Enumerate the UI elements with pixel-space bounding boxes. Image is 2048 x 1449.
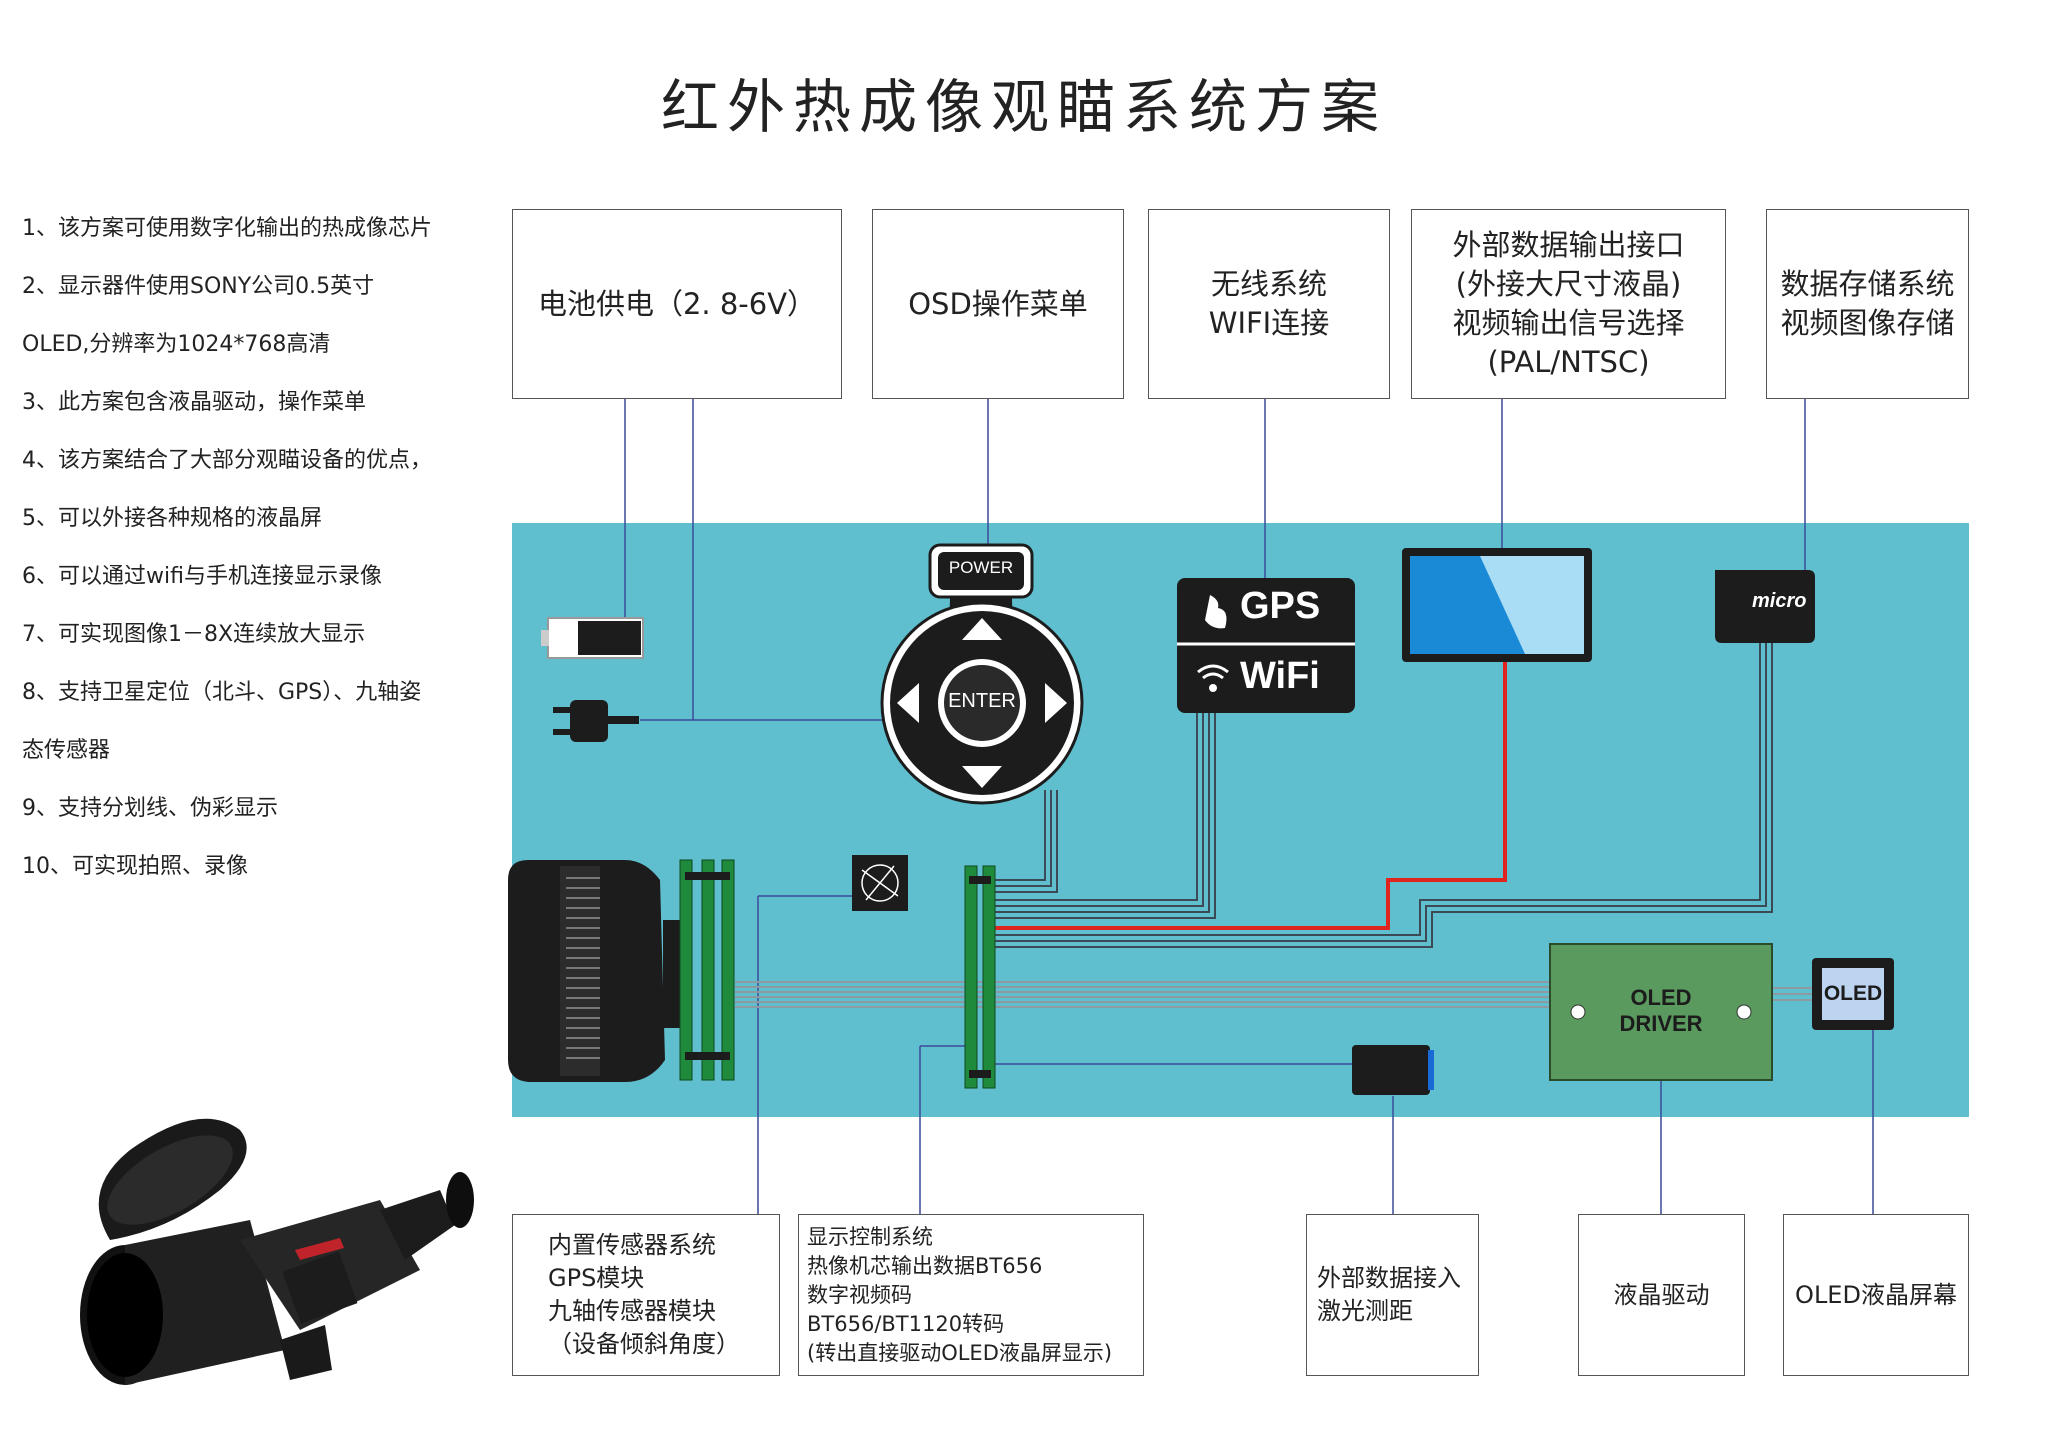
external-output-box: 外部数据输出接口 (外接大尺寸液晶) 视频输出信号选择 (PAL/NTSC) [1411,209,1726,399]
display-control-line: (转出直接驱动OLED液晶屏显示) [807,1340,1113,1365]
feature-item: 8、支持卫星定位（北斗、GPS）、九轴姿 [22,680,422,705]
external-input-line: 外部数据接入 [1317,1264,1461,1292]
sensors-box-line: GPS模块 [548,1264,645,1292]
lcd-driver-text: 液晶驱动 [1613,1280,1710,1309]
external-output-line: (PAL/NTSC) [1487,345,1650,379]
feature-item: 3、此方案包含液晶驱动，操作菜单 [22,390,366,415]
display-control-line: 显示控制系统 [807,1224,933,1249]
feature-item: 6、可以通过wifi与手机连接显示录像 [22,564,382,589]
lcd-driver-box: 液晶驱动 [1578,1214,1745,1376]
power-plug-icon [553,700,639,742]
pcb-stack-middle [964,865,996,1089]
oled-driver-label: OLED DRIVER [1619,985,1703,1036]
external-screen [1402,548,1592,662]
feature-item: 10、可实现拍照、录像 [22,854,248,879]
external-input-box: 外部数据接入 激光测距 [1306,1214,1479,1376]
sensor-chip [852,855,908,911]
external-output-line: 视频输出信号选择 [1452,306,1685,340]
page-title: 红外热成像观瞄系统方案 [660,73,1387,141]
pcb-stack-left [679,859,735,1081]
feature-item: 态传感器 [22,738,111,763]
osd-box-text: OSD操作菜单 [908,286,1088,321]
display-control-box: 显示控制系统 热像机芯输出数据BT656 数字视频码 BT656/BT1120转… [798,1214,1144,1376]
external-output-line: 外部数据输出接口 [1452,228,1685,262]
sensors-box-line: 九轴传感器模块 [548,1297,716,1325]
feature-item: OLED,分辨率为1024*768高清 [22,332,331,357]
storage-box: 数据存储系统 视频图像存储 [1766,209,1969,399]
external-input-line: 激光测距 [1317,1297,1413,1325]
external-output-line: (外接大尺寸液晶) [1455,267,1682,301]
thermal-camera-core [508,860,681,1082]
wifi-label: WiFi [1240,655,1320,697]
oled-screen [1812,958,1894,1030]
display-control-line: 数字视频码 [807,1282,912,1307]
oled-screen-text: OLED液晶屏幕 [1795,1280,1957,1309]
wireless-box: 无线系统 WIFI连接 [1148,209,1390,399]
power-label: POWER [948,558,1014,577]
oled-driver-board [1549,943,1773,1081]
sensors-box-line: 内置传感器系统 [548,1231,716,1259]
display-control-line: BT656/BT1120转码 [807,1311,1005,1336]
feature-item: 1、该方案可使用数字化输出的热成像芯片 [22,216,432,241]
oled-label: OLED [1823,982,1883,1005]
feature-item: 4、该方案结合了大部分观瞄设备的优点， [22,448,432,473]
feature-item: 9、支持分划线、伪彩显示 [22,796,278,821]
feature-item: 7、可实现图像1－8X连续放大显示 [22,622,366,647]
micro-sd-card [1715,570,1815,643]
control-pad [880,543,1084,805]
display-control-line: 热像机芯输出数据BT656 [807,1253,1043,1278]
wireless-box-line: 无线系统 [1210,267,1327,301]
micro-sd-label: micro [1752,590,1807,612]
battery-icon [541,617,644,659]
storage-box-line: 视频图像存储 [1780,306,1955,340]
thermal-scope-photo [80,1118,474,1385]
oled-screen-box: OLED液晶屏幕 [1783,1214,1969,1376]
gps-label: GPS [1240,585,1321,627]
wireless-box-line: WIFI连接 [1208,306,1330,340]
sensors-box-line: （设备倾斜角度） [548,1330,740,1358]
enter-button: ENTER [948,690,1016,712]
battery-box: 电池供电（2. 8-6V） [512,209,842,399]
osd-box: OSD操作菜单 [872,209,1124,399]
gps-wifi-module [1177,578,1355,713]
laser-module [1352,1045,1434,1095]
battery-box-text: 电池供电（2. 8-6V） [537,286,817,321]
feature-item: 5、可以外接各种规格的液晶屏 [22,506,322,531]
sensors-box: 内置传感器系统 GPS模块 九轴传感器模块 （设备倾斜角度） [512,1214,780,1376]
feature-item: 2、显示器件使用SONY公司0.5英寸 [22,274,375,299]
storage-box-line: 数据存储系统 [1780,267,1955,301]
